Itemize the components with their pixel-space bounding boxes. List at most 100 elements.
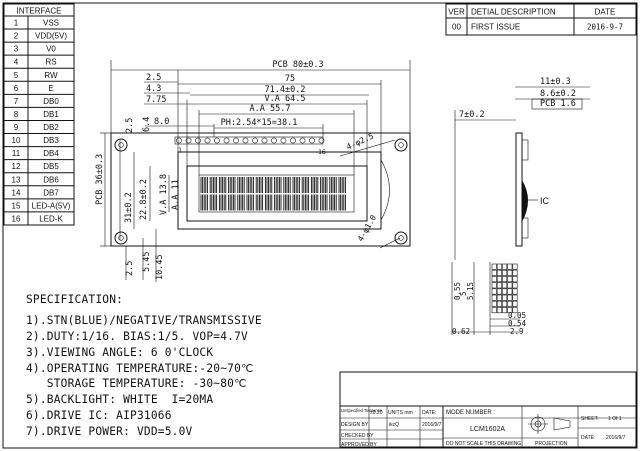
svg-text:4-φ2.5: 4-φ2.5 [345,131,375,151]
pixel-detail: 0.05 0.54 2.9 0.62 0.55 5 5.15 [451,262,527,336]
pixel-dot [512,282,518,289]
pin-hole [195,137,201,144]
pin-hole [176,137,182,144]
svg-text:PCB 36±0.3: PCB 36±0.3 [95,154,105,205]
pin-name: RS [45,58,56,67]
pixel-dot [512,276,518,283]
svg-text:10.45: 10.45 [155,254,165,280]
pin-number: 8 [14,110,19,119]
pin-hole [261,137,268,144]
rev-header-desc: DETIAL DESCRIPTION [471,8,556,17]
rev-header-ver: VER [448,8,465,17]
pixel-dot [491,263,497,270]
svg-text:APPROVED BY: APPROVED BY [341,442,378,448]
pin-hole [309,137,315,144]
svg-text:11±0.3: 11±0.3 [540,77,571,87]
svg-text:71.4±0.2: 71.4±0.2 [265,85,306,95]
svg-text:8.6±0.2: 8.6±0.2 [540,89,576,99]
pcb-outline [110,132,411,247]
pin-name: LED-A(5V) [32,201,71,210]
rev-header-date: DATE [595,8,616,17]
pixel-dot [491,300,497,307]
dimensions-top: PCB 80±0.3 75 71.4±0.2 V.A 64.5 A.A 55.7… [110,60,411,249]
mount-hole-tl [114,138,128,152]
bezel-outline [177,151,382,230]
spec-line-4: 4).OPERATING TEMPERATURE:-20~70℃ [26,362,254,375]
svg-text:1 Of 1: 1 Of 1 [608,416,622,422]
pixel-dot [507,276,513,283]
pixel-dot [496,288,502,295]
pixel-dot [507,282,513,289]
pin-hole [271,137,277,144]
svg-text:V.A 64.5: V.A 64.5 [265,94,306,104]
svg-text:2.9: 2.9 [510,327,524,336]
pixel-dot [507,269,513,276]
pixel-dot [507,307,513,314]
lcm-front-view [110,132,411,247]
svg-text:31±0.2: 31±0.2 [124,192,134,223]
pin-number: 16 [12,214,21,223]
pixel-dot [491,307,497,314]
svg-text:7±0.2: 7±0.2 [459,110,485,120]
spec-line-5: STORAGE TEMPERATURE: -30~80℃ [26,377,247,390]
interface-header: INTERFACE [17,7,62,16]
svg-text:DATE:: DATE: [581,435,595,441]
pixel-dot [502,307,508,314]
svg-text:6.4: 6.4 [142,117,152,132]
svg-text:MODE NUMBER :: MODE NUMBER : [446,410,495,416]
svg-text:PCB 80±0.3: PCB 80±0.3 [272,60,323,70]
pin-number: 6 [14,84,19,93]
pin-number: 15 [12,201,21,210]
pixel-dot [507,263,513,270]
svg-text:5: 5 [459,291,468,296]
pin-number: 4 [14,58,19,67]
svg-text:V.A 13.8: V.A 13.8 [159,174,169,215]
pin-name: RW [44,71,58,80]
pixel-dot [496,269,502,276]
lcm-side-view: 11±0.3 8.6±0.2 PCB 1.6 7±0.2 IC [454,77,590,260]
pin-name: VSS [43,19,59,28]
pin-name: DB5 [43,162,59,171]
title-block: Unspecified Tolerance ±0.20 UNITS mm DAT… [339,371,637,448]
pin-number: 2 [14,32,19,41]
pin-name: E [48,84,53,93]
pixel-dot [491,294,497,301]
pixel-dot [502,263,508,270]
svg-text:5.45: 5.45 [142,252,152,272]
pixel-dot [502,300,508,307]
svg-text:PH:2.54*15=38.1: PH:2.54*15=38.1 [221,118,298,128]
pin-hole [233,137,239,144]
pin-name: DB7 [43,188,59,197]
pin-hole [223,137,230,144]
character-grid [200,177,346,211]
pin-hole [299,137,306,144]
pixel-dot [496,300,502,307]
svg-text:0.55: 0.55 [453,282,462,300]
dimensions-left: PCB 36±0.3 31±0.2 22.8±0.2 V.A 13.8 A.A … [95,117,181,282]
svg-text:2.5: 2.5 [125,261,135,276]
pin-number: 12 [12,162,21,171]
pin-number: 5 [14,71,19,80]
pixel-dot [502,269,508,276]
svg-text:2016/9/7: 2016/9/7 [606,435,626,441]
svg-text:0.62: 0.62 [452,327,470,336]
svg-text:DESIGN BY: DESIGN BY [341,422,369,428]
svg-text:2016/9/7: 2016/9/7 [422,422,442,428]
pin-number: 13 [12,175,21,184]
pin-header [174,136,324,145]
pin-name: DB0 [43,97,59,106]
spec-line-6: 5).BACKLIGHT: WHITE I=20MA [26,393,214,406]
pin-name: VDD(5V) [35,32,67,41]
pin-hole [318,137,325,144]
pin-hole [280,137,287,144]
pixel-dot [496,307,502,314]
pin-name: DB2 [43,123,59,132]
spec-line-2: 2).DUTY:1/16. BIAS:1/5. VOP=4.7V [26,330,248,343]
pin-number: 1 [14,19,19,28]
pixel-dot [512,269,518,276]
pixel-dot [496,276,502,283]
pin-hole [214,137,220,144]
pin-name: DB3 [43,136,59,145]
